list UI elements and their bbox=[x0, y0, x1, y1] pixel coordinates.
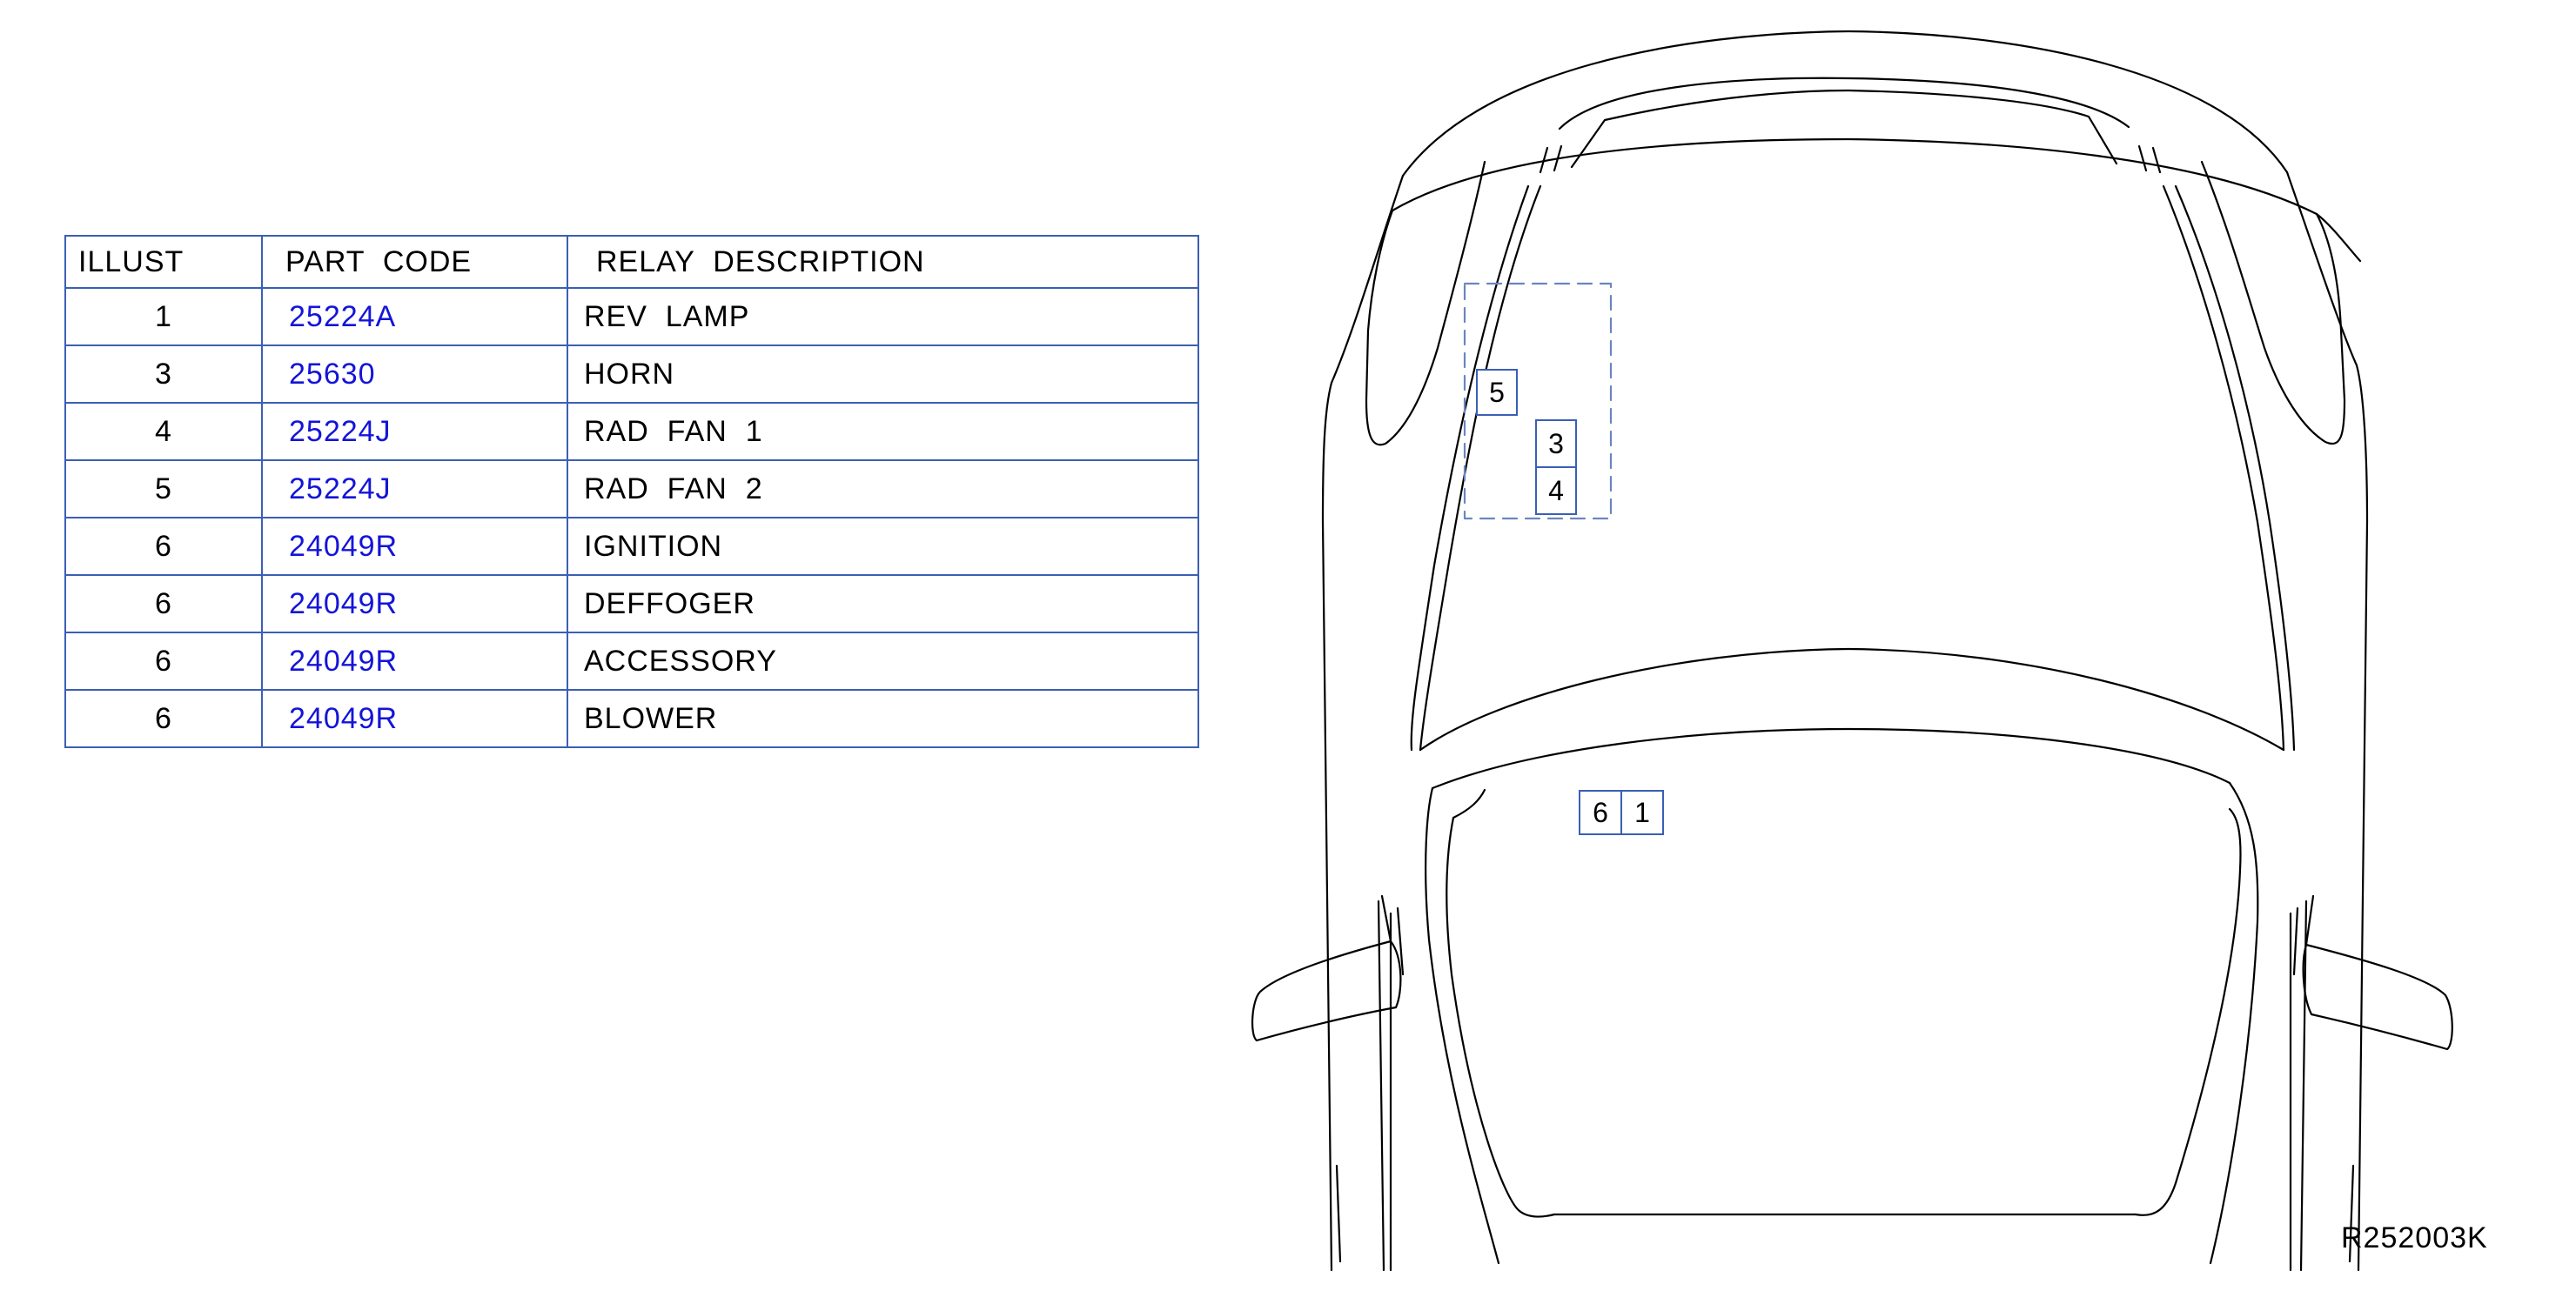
part-code-link[interactable]: 25224J bbox=[289, 472, 392, 505]
part-code-link[interactable]: 25224J bbox=[289, 414, 392, 448]
cabin-left-edge bbox=[1425, 786, 1500, 1265]
table-row: 5 25224J RAD FAN 2 bbox=[64, 459, 1199, 518]
left-door-line bbox=[1377, 900, 1392, 1272]
left-body-edge bbox=[1321, 174, 1405, 1272]
callout-relay-4[interactable]: 4 bbox=[1535, 466, 1577, 515]
table-row: 1 25224A REV LAMP bbox=[64, 287, 1199, 346]
relay-description: HORN bbox=[567, 344, 1199, 404]
table-row: 4 25224J RAD FAN 1 bbox=[64, 402, 1199, 461]
roof-glass-left bbox=[1446, 816, 1556, 1218]
relay-description: RAD FAN 2 bbox=[567, 459, 1199, 518]
table-row: 3 25630 HORN bbox=[64, 344, 1199, 404]
right-vent-tick bbox=[2137, 144, 2162, 174]
illust-number: 6 bbox=[64, 632, 263, 691]
upper-vent-outline bbox=[1558, 77, 2130, 130]
part-code-cell: 24049R bbox=[261, 632, 568, 691]
left-mirror bbox=[1251, 940, 1402, 1042]
right-mirror bbox=[2302, 943, 2453, 1051]
relay-description: DEFFOGER bbox=[567, 574, 1199, 633]
part-code-link[interactable]: 24049R bbox=[289, 586, 399, 620]
right-mirror-stem bbox=[2292, 894, 2315, 976]
right-headlight bbox=[2200, 160, 2346, 445]
right-rear-tick bbox=[2348, 1164, 2355, 1263]
left-rear-tick bbox=[1335, 1164, 1342, 1263]
roof-glass-right bbox=[2134, 807, 2242, 1216]
part-code-cell: 24049R bbox=[261, 574, 568, 633]
callout-relay-5[interactable]: 5 bbox=[1476, 369, 1518, 416]
engine-bay-relay-box-outline bbox=[1463, 282, 1613, 520]
relay-description: ACCESSORY bbox=[567, 632, 1199, 691]
relay-description: BLOWER bbox=[567, 689, 1199, 748]
right-door-line bbox=[2289, 900, 2308, 1272]
illust-number: 3 bbox=[64, 344, 263, 404]
callout-relay-6[interactable]: 6 bbox=[1579, 790, 1622, 835]
relay-description: RAD FAN 1 bbox=[567, 402, 1199, 461]
part-code-cell: 25224J bbox=[261, 402, 568, 461]
table-row: 6 24049R ACCESSORY bbox=[64, 632, 1199, 691]
illust-number: 6 bbox=[64, 517, 263, 576]
hood-right-crease bbox=[2162, 184, 2285, 752]
part-code-link[interactable]: 25630 bbox=[289, 357, 376, 391]
hood-left-crease bbox=[1419, 184, 1542, 752]
windshield-outer bbox=[1419, 647, 2285, 752]
left-mirror-stem bbox=[1380, 894, 1405, 976]
part-code-link[interactable]: 24049R bbox=[289, 529, 399, 563]
a-pillar-left-inner bbox=[1452, 788, 1486, 819]
illust-number: 5 bbox=[64, 459, 263, 518]
windshield-inner bbox=[1431, 727, 2231, 790]
left-vent-tick bbox=[1539, 144, 1563, 174]
front-bumper-outline bbox=[1401, 30, 2289, 177]
header-part-code: PART CODE bbox=[261, 235, 568, 289]
left-headlight bbox=[1365, 160, 1486, 446]
relay-description: REV LAMP bbox=[567, 287, 1199, 346]
illust-number: 4 bbox=[64, 402, 263, 461]
header-illust: ILLUST bbox=[64, 235, 263, 289]
illust-number: 6 bbox=[64, 689, 263, 748]
cabin-right-edge bbox=[2209, 781, 2259, 1265]
part-code-link[interactable]: 24049R bbox=[289, 644, 399, 678]
part-code-cell: 24049R bbox=[261, 689, 568, 748]
header-relay-description: RELAY DESCRIPTION bbox=[567, 235, 1199, 289]
right-body-edge bbox=[2285, 171, 2369, 1272]
table-row: 6 24049R IGNITION bbox=[64, 517, 1199, 576]
part-code-cell: 25224J bbox=[261, 459, 568, 518]
hood-right-crease-inner bbox=[2174, 184, 2296, 752]
table-row: 6 24049R BLOWER bbox=[64, 689, 1199, 748]
upper-vent-inner bbox=[1570, 89, 2118, 169]
part-code-cell: 24049R bbox=[261, 517, 568, 576]
illust-number: 1 bbox=[64, 287, 263, 346]
relay-parts-table: ILLUST PART CODE RELAY DESCRIPTION 1 252… bbox=[64, 235, 1199, 748]
illust-number: 6 bbox=[64, 574, 263, 633]
table-header-row: ILLUST PART CODE RELAY DESCRIPTION bbox=[64, 235, 1199, 289]
callout-relay-1[interactable]: 1 bbox=[1620, 790, 1664, 835]
relay-description: IGNITION bbox=[567, 517, 1199, 576]
part-code-cell: 25224A bbox=[261, 287, 568, 346]
part-code-cell: 25630 bbox=[261, 344, 568, 404]
table-row: 6 24049R DEFFOGER bbox=[64, 574, 1199, 633]
part-code-link[interactable]: 24049R bbox=[289, 701, 399, 735]
hood-left-crease-inner bbox=[1410, 184, 1530, 752]
part-code-link[interactable]: 25224A bbox=[289, 299, 397, 333]
callout-relay-3[interactable]: 3 bbox=[1535, 419, 1577, 468]
diagram-reference-code: R252003K bbox=[2341, 1221, 2488, 1254]
hood-front-line bbox=[1391, 137, 2362, 263]
